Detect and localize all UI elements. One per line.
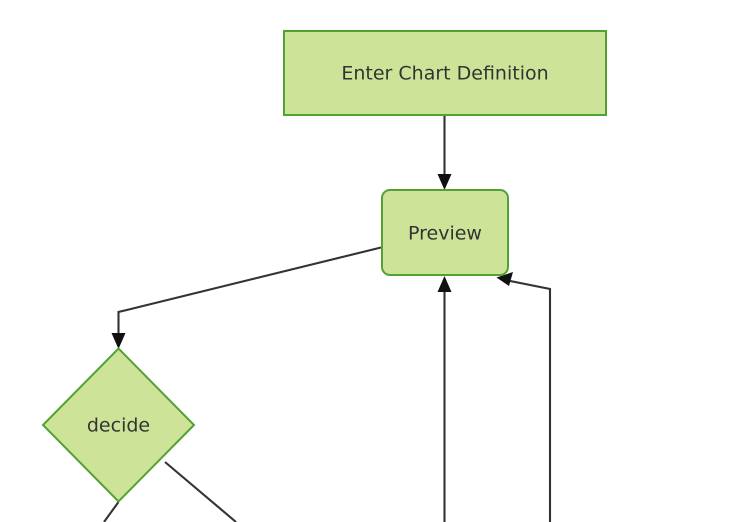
arrowhead-icon (496, 272, 513, 286)
edge-decide-out-left (103, 501, 120, 522)
edge-line (117, 246, 382, 341)
arrowhead-icon (437, 174, 452, 190)
edge-enter-to-preview (437, 116, 452, 190)
node-diamond[interactable] (41, 347, 196, 503)
edge-bottom-center-to-preview (437, 276, 452, 522)
edge-line (164, 461, 237, 522)
node-decide[interactable]: decide (41, 347, 196, 503)
edge-decide-out-right (164, 461, 237, 522)
node-rectangle[interactable] (283, 30, 607, 116)
arrowhead-icon (437, 276, 452, 292)
edge-preview-to-decide (111, 246, 382, 349)
edge-line (504, 278, 552, 522)
arrowhead-icon (111, 333, 126, 349)
edge-bottom-right-to-preview (496, 272, 552, 522)
node-preview[interactable]: Preview (381, 189, 509, 276)
edge-line (103, 501, 120, 522)
node-enter-chart-definition[interactable]: Enter Chart Definition (283, 30, 607, 116)
node-rounded-rectangle[interactable] (381, 189, 509, 276)
